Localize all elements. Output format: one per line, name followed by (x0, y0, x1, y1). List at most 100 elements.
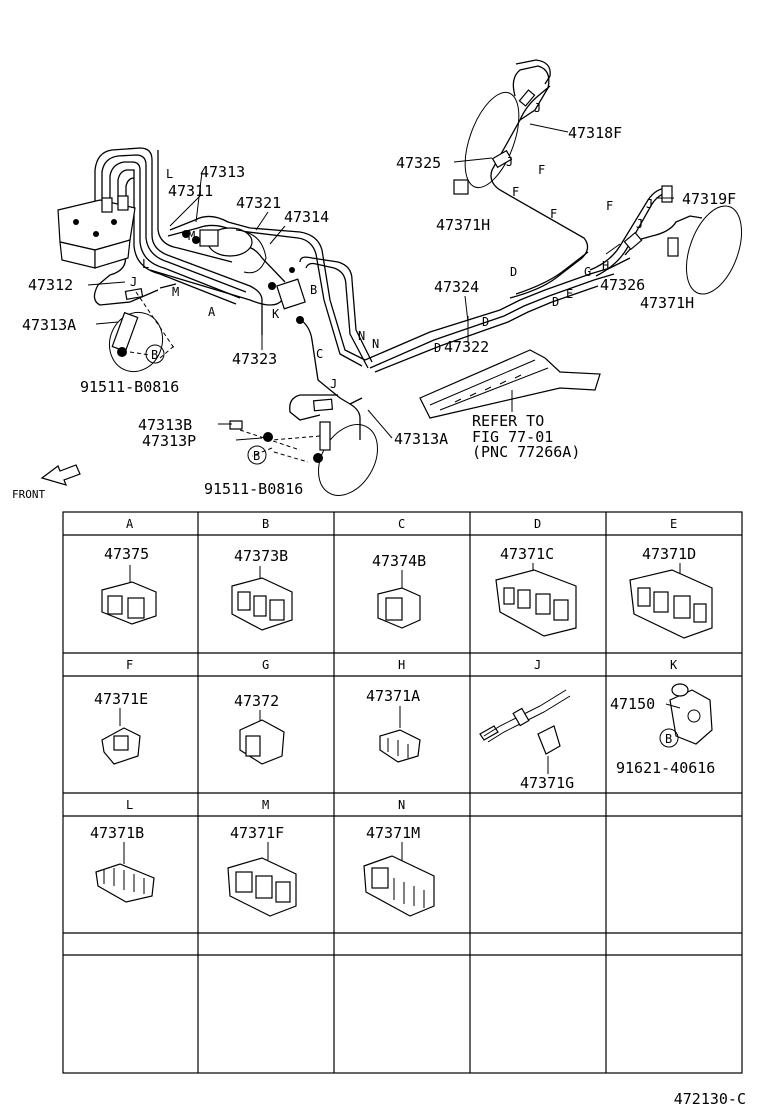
part-47371d: 47371D (642, 545, 696, 563)
tube-letter: A (208, 305, 216, 319)
tube-letter: J (646, 197, 653, 211)
label-bolt-lower: 91511-B0816 (204, 480, 303, 498)
part-47371a: 47371A (366, 687, 420, 705)
clamp-47371m-icon (363, 842, 435, 917)
tube-letter: K (272, 307, 280, 321)
callout-b-upper: B (151, 348, 158, 362)
tube-letter: D (434, 341, 441, 355)
callout-b-circles (145, 344, 267, 465)
clamp-key-e: E (670, 517, 677, 531)
part-47373b: 47373B (234, 547, 288, 565)
tube-letter: F (550, 207, 557, 221)
label-47322: 47322 (444, 338, 489, 356)
label-47313a: 47313A (22, 316, 76, 334)
part-91621-40616: 91621-40616 (616, 759, 715, 777)
tube-letter: E (566, 287, 573, 301)
tube-letter-markers: L M L J M A K B C N N J J F F F F J J H … (130, 101, 653, 391)
clamp-47371a-icon (379, 706, 421, 763)
tube-letter: F (606, 199, 613, 213)
clamp-key-j: J (534, 658, 541, 672)
leader-lines (87, 123, 674, 463)
clamp-47373b-icon (231, 566, 293, 631)
tube-letter: J (636, 217, 643, 231)
part-47371e: 47371E (94, 690, 148, 708)
clamp-key-d: D (534, 517, 541, 531)
clamp-47371g-icon (479, 689, 571, 774)
part-47371b: 47371B (90, 824, 144, 842)
clamp-table-part-numbers: 47375 47373B 47374B 47371C 47371D 47371E… (90, 545, 715, 842)
clamp-table-keys: A B C D E F G H J K L M N (126, 517, 678, 812)
brake-tube-routing (93, 59, 703, 440)
clamp-key-m: M (262, 798, 269, 812)
tube-letter: J (506, 155, 513, 169)
refer-note-line1: REFER TO (472, 412, 544, 430)
label-47371h-top: 47371H (436, 216, 490, 234)
part-47374b: 47374B (372, 552, 426, 570)
document-number: 472130-C (673, 1090, 746, 1108)
tube-letter: D (482, 315, 489, 329)
label-47313: 47313 (200, 163, 245, 181)
label-47313b: 47313B (138, 416, 192, 434)
clamp-key-n: N (398, 798, 405, 812)
tube-letter: D (552, 295, 559, 309)
clamp-47371c-icon (495, 563, 577, 637)
clamp-key-h: H (398, 658, 405, 672)
clamp-47371e-icon (101, 708, 141, 765)
part-47371c: 47371C (500, 545, 554, 563)
callout-b-lower: B (253, 449, 260, 463)
clamp-47374b-icon (377, 570, 421, 629)
part-47371g: 47371G (520, 774, 574, 792)
clamp-key-g: G (262, 658, 269, 672)
tube-letter: M (172, 285, 179, 299)
label-47321: 47321 (236, 194, 281, 212)
label-47325: 47325 (396, 154, 441, 172)
clamp-47150-icon (659, 683, 713, 748)
tube-letter: C (316, 347, 323, 361)
clamp-illustrations (95, 563, 713, 917)
front-arrow-icon (40, 464, 81, 486)
fuel-tank-protector (419, 349, 601, 419)
label-47313p: 47313P (142, 432, 196, 450)
flex-hoses (111, 89, 679, 463)
label-47371h-right: 47371H (640, 294, 694, 312)
tube-letter: M (188, 229, 195, 243)
clamp-47372-icon (239, 710, 285, 765)
clamp-47371d-icon (629, 563, 713, 639)
tube-letter: J (130, 275, 137, 289)
front-label: FRONT (12, 488, 45, 501)
refer-note-line2: FIG 77-01 (472, 428, 553, 446)
label-bolt-upper: 91511-B0816 (80, 378, 179, 396)
tube-letter: F (538, 163, 545, 177)
clamp-key-c: C (398, 517, 405, 531)
tube-letter: B (310, 283, 317, 297)
tube-letter: N (358, 329, 365, 343)
clamp-47371f-icon (227, 842, 297, 917)
part-47372: 47372 (234, 692, 279, 710)
part-47371f: 47371F (230, 824, 284, 842)
label-47312: 47312 (28, 276, 73, 294)
tube-letter: F (512, 185, 519, 199)
label-47314: 47314 (284, 208, 329, 226)
clamp-key-b: B (262, 517, 269, 531)
label-47326: 47326 (600, 276, 645, 294)
abs-actuator-block (57, 195, 136, 269)
tube-letter: H (602, 259, 609, 273)
label-47318f: 47318F (568, 124, 622, 142)
label-47313a-lower: 47313A (394, 430, 448, 448)
tube-letter: L (142, 257, 149, 271)
master-cylinder (182, 227, 267, 274)
tube-letter: L (166, 167, 173, 181)
part-47371m: 47371M (366, 824, 420, 842)
label-47324: 47324 (434, 278, 479, 296)
clamp-key-a: A (126, 517, 134, 531)
label-47319f: 47319F (682, 190, 736, 208)
tube-letter: G (584, 265, 591, 279)
clamp-47371b-icon (95, 842, 155, 903)
clamp-table-grid (62, 511, 743, 1074)
tube-letter: J (330, 377, 337, 391)
diagram-labels: 47313 47311 47321 47314 47312 47313A 473… (12, 124, 736, 501)
tube-letter: D (510, 265, 517, 279)
label-47311: 47311 (168, 182, 213, 200)
clamp-key-f: F (126, 658, 133, 672)
